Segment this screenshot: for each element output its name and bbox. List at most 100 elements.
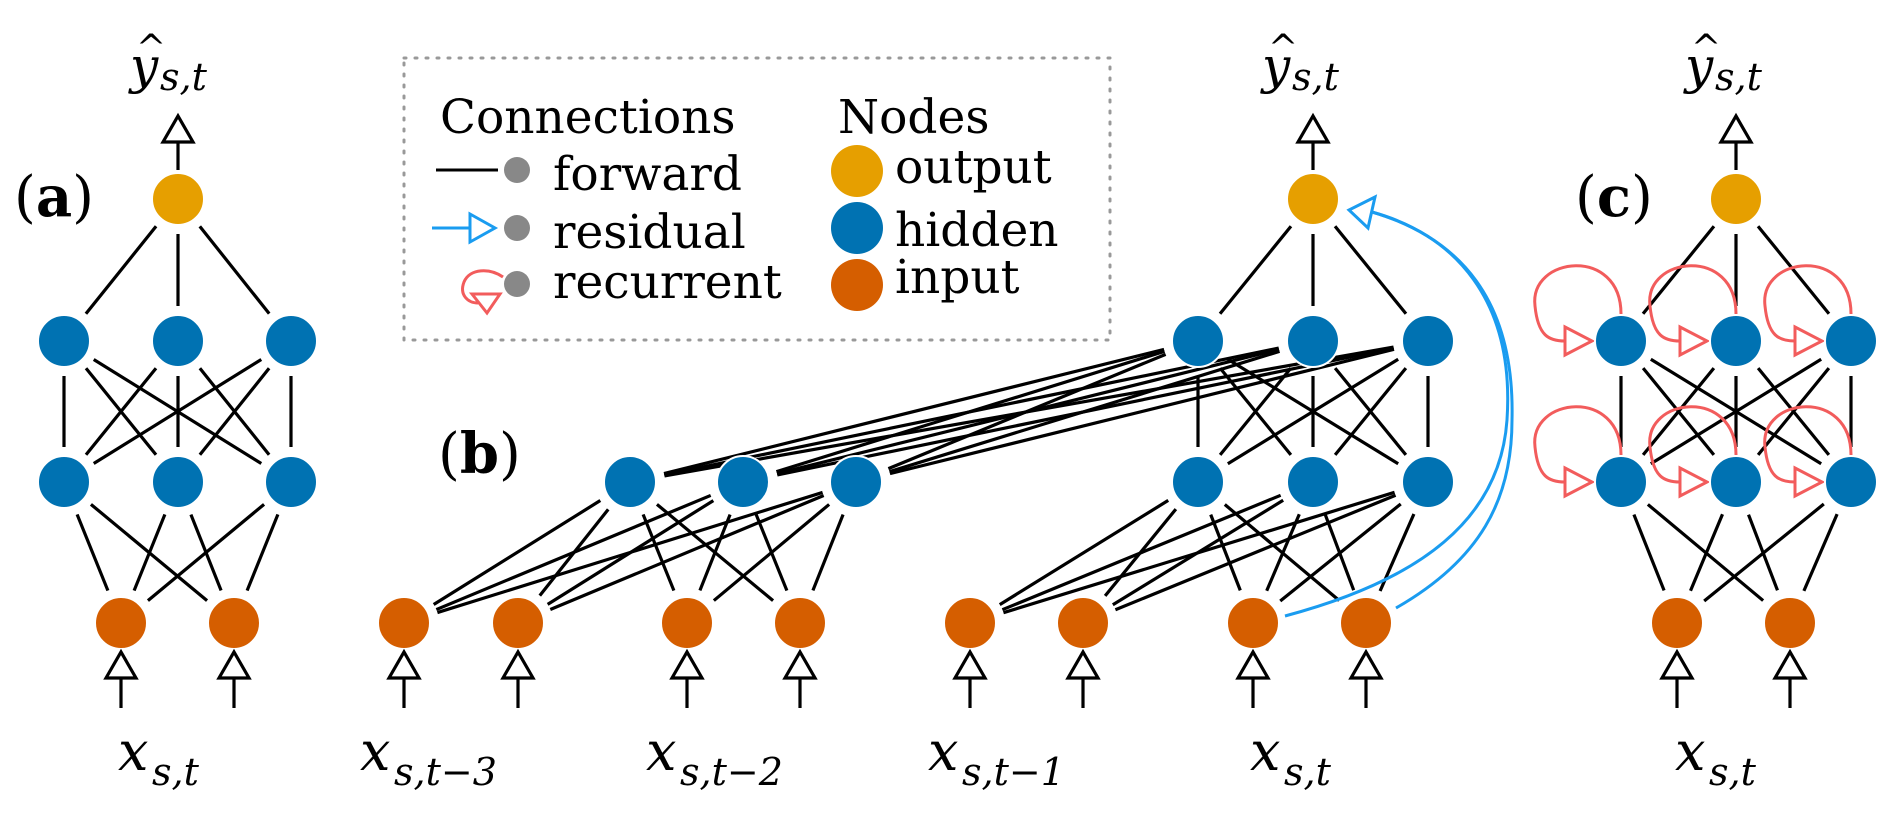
hidden-node — [1171, 455, 1225, 509]
legend-residual-label: residual — [553, 205, 746, 260]
forward-connection — [546, 499, 715, 606]
forward-connection — [1218, 225, 1293, 315]
svg-text:x: x — [118, 720, 148, 783]
input-node-swatch-icon — [831, 259, 883, 311]
hidden-node — [1286, 455, 1340, 509]
hidden-node — [1594, 455, 1648, 509]
forward-connection — [1323, 514, 1356, 591]
recurrent-arrowhead-icon — [1563, 324, 1596, 358]
input-arrow-arrowhead-icon — [1235, 648, 1271, 680]
output-arrow-arrowhead-icon — [1295, 112, 1331, 144]
forward-connection — [1641, 367, 1716, 456]
legend-nodes-title: Nodes — [838, 90, 989, 145]
output-arrow-arrowhead-icon — [160, 112, 196, 144]
svg-text:^: ^ — [1691, 28, 1721, 69]
hidden-node — [1709, 455, 1763, 509]
hidden-node — [829, 455, 883, 509]
recurrent-connection — [1763, 264, 1853, 343]
forward-connection — [538, 508, 610, 597]
recurrent-connection — [1533, 264, 1623, 343]
hidden-node — [1286, 314, 1340, 368]
svg-text:y: y — [128, 37, 159, 95]
recurrent-arrowhead-icon — [1678, 465, 1711, 499]
hidden-node — [264, 455, 318, 509]
forward-connection — [84, 225, 158, 315]
legend-input-label: input — [895, 250, 1020, 305]
forward-connection — [1218, 367, 1293, 456]
forward-connection — [1112, 498, 1284, 607]
recurrent-connection — [1533, 405, 1623, 484]
input-node — [1339, 596, 1393, 650]
input-node — [1763, 596, 1817, 650]
output-label-c: y ^ s,t — [1683, 28, 1763, 99]
input-node — [207, 596, 261, 650]
svg-text:x: x — [1250, 720, 1280, 783]
forward-connection — [887, 352, 1167, 471]
input-node — [943, 596, 997, 650]
hidden-node — [151, 455, 205, 509]
hidden-node — [264, 314, 318, 368]
legend-output-label: output — [895, 140, 1052, 195]
output-node-swatch-icon — [831, 145, 883, 197]
svg-text:s,t−3: s,t−3 — [394, 750, 497, 794]
forward-connection — [198, 225, 271, 315]
recurrent-arrowhead-icon — [1793, 324, 1826, 358]
recurrent-connection — [1763, 405, 1853, 484]
forward-connection — [1756, 367, 1831, 456]
forward-connection — [889, 347, 1395, 476]
forward-connection — [1802, 513, 1839, 592]
recurrent-arrowhead-icon — [1793, 465, 1826, 499]
legend-dot-icon — [504, 271, 530, 297]
input-arrow-arrowhead-icon — [216, 648, 252, 680]
forward-connection — [1632, 513, 1666, 592]
input-label-c: x s,t — [1675, 720, 1757, 794]
forward-connection — [432, 499, 602, 606]
forward-connection — [1103, 508, 1178, 597]
hidden-node — [1171, 314, 1225, 368]
svg-text:x: x — [646, 720, 676, 783]
input-node — [377, 596, 431, 650]
hidden-node-swatch-icon — [831, 202, 883, 254]
svg-text:s,t−2: s,t−2 — [680, 750, 783, 794]
svg-text:x: x — [1675, 720, 1705, 783]
input-arrow-arrowhead-icon — [1772, 648, 1808, 680]
forward-connection — [189, 513, 223, 592]
svg-text:s,t: s,t — [160, 55, 208, 99]
hidden-node — [603, 455, 657, 509]
forward-connection — [641, 513, 676, 592]
input-arrow-arrowhead-icon — [386, 648, 422, 680]
svg-text:^: ^ — [136, 28, 166, 69]
io-arrows-layer — [103, 112, 1808, 708]
svg-text:s,t: s,t — [1284, 750, 1332, 794]
forward-connection — [775, 349, 1166, 474]
svg-text:x: x — [360, 720, 390, 783]
hidden-node — [1824, 314, 1878, 368]
forward-connection — [198, 367, 271, 456]
legend-border — [402, 56, 1112, 342]
input-node — [773, 596, 827, 650]
forward-connection — [655, 503, 775, 602]
legend-forward-label: forward — [553, 147, 742, 202]
output-label-a: y ^ s,t — [128, 28, 208, 99]
hidden-node — [716, 455, 770, 509]
residual-connection — [1371, 210, 1514, 610]
recurrent-connection — [1648, 405, 1738, 484]
input-node — [1226, 596, 1280, 650]
recurrent-loop-icon — [461, 269, 504, 316]
input-label-t-1: x s,t−1 — [928, 720, 1065, 794]
forward-connection — [1114, 493, 1397, 612]
input-node — [660, 596, 714, 650]
panel-label-c: (c) — [1575, 164, 1653, 230]
forward-connection — [1747, 514, 1779, 591]
input-label-a: x s,t — [118, 720, 200, 794]
recurrent-arrowhead-icon — [1678, 324, 1711, 358]
output-node — [1286, 172, 1340, 226]
input-arrow-arrowhead-icon — [1065, 648, 1101, 680]
forward-connection — [1227, 357, 1399, 466]
input-node — [491, 596, 545, 650]
input-node — [1056, 596, 1110, 650]
legend-recurrent-label: recurrent — [553, 255, 782, 310]
svg-text:s,t: s,t — [1715, 55, 1763, 99]
svg-text:x: x — [928, 720, 958, 783]
forward-connection — [811, 513, 845, 592]
